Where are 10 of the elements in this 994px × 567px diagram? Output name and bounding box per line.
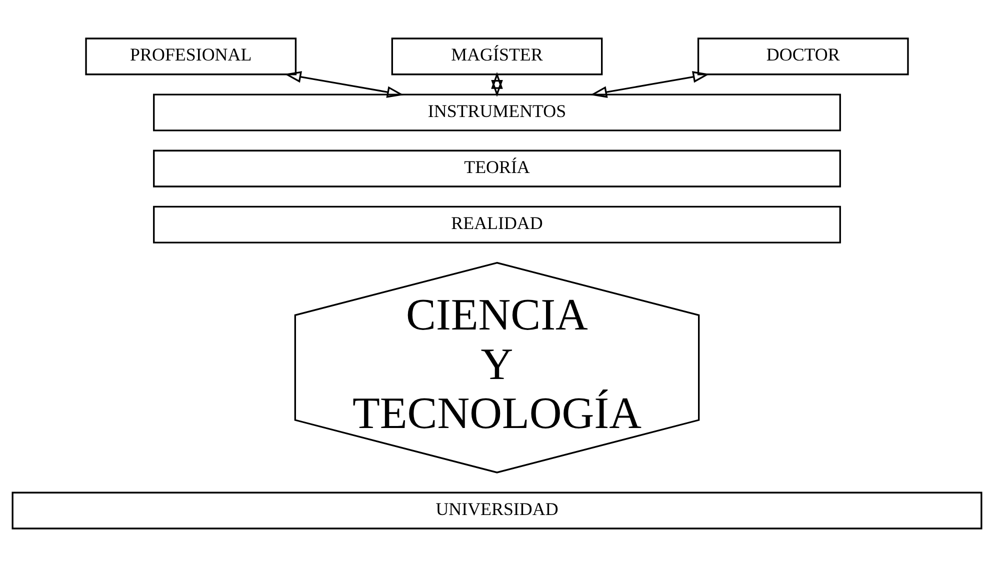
- node-box: DOCTOR: [697, 38, 909, 76]
- node-box: REALIDAD: [153, 206, 841, 244]
- arrow: [590, 71, 710, 98]
- arrow: [491, 72, 503, 97]
- arrow: [284, 71, 404, 98]
- node-box: UNIVERSIDAD: [12, 492, 982, 530]
- node-box: MAGÍSTER: [391, 38, 603, 76]
- node-box: INSTRUMENTOS: [153, 94, 841, 132]
- node-box: TEORÍA: [153, 150, 841, 188]
- node-box: PROFESIONAL: [85, 38, 297, 76]
